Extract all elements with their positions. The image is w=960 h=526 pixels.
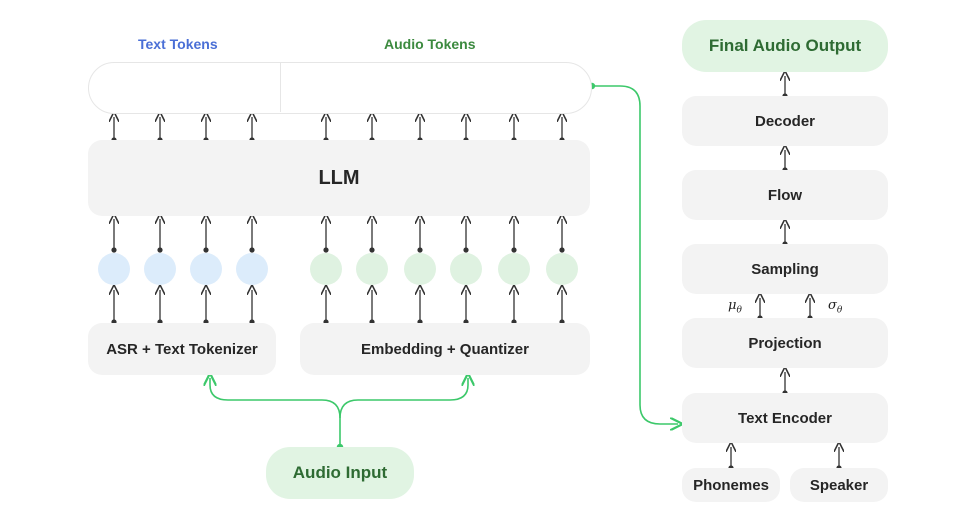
audio-embed-circle: [404, 253, 436, 285]
embed-to-llm-arrow-dot: [323, 247, 329, 253]
audio-embed-circle: [450, 253, 482, 285]
audio-tokens-title: Audio Tokens: [384, 36, 476, 52]
embed-to-llm-arrow-dot: [417, 247, 423, 253]
speaker-box: Speaker: [790, 468, 888, 502]
text-embed-circle: [98, 253, 130, 285]
token-row-divider: [280, 62, 281, 112]
audio-embed-circle: [356, 253, 388, 285]
embed-to-llm-arrow-dot: [111, 247, 117, 253]
embedding-quantizer-box: Embedding + Quantizer: [300, 323, 590, 375]
text-encoder-box: Text Encoder: [682, 393, 888, 443]
embed-to-llm-arrow-dot: [157, 247, 163, 253]
text-tokens-title: Text Tokens: [138, 36, 218, 52]
sampling-box: Sampling: [682, 244, 888, 294]
tokens-to-text-encoder-connector: [592, 85, 678, 424]
text-embed-circle: [190, 253, 222, 285]
text-embed-circle: [236, 253, 268, 285]
text-embed-circle: [144, 253, 176, 285]
embed-to-llm-arrow-dot: [559, 247, 565, 253]
audio-input-to-embedding-connector: [339, 378, 468, 419]
token-row-container: [88, 62, 592, 114]
mu-theta-label: μθ: [728, 298, 742, 316]
embed-to-llm-arrow-dot: [511, 247, 517, 253]
asr-text-tokenizer-box: ASR + Text Tokenizer: [88, 323, 276, 375]
audio-embed-circle: [498, 253, 530, 285]
phonemes-box: Phonemes: [682, 468, 780, 502]
embed-to-llm-arrow-dot: [203, 247, 209, 253]
embed-to-llm-arrow-dot: [369, 247, 375, 253]
final-audio-output-pill: Final Audio Output: [682, 20, 888, 72]
audio-embed-circle: [546, 253, 578, 285]
flow-box: Flow: [682, 170, 888, 220]
projection-box: Projection: [682, 318, 888, 368]
sigma-theta-label: σθ: [828, 298, 843, 316]
green-connectors: [210, 82, 678, 451]
audio-embed-circle: [310, 253, 342, 285]
embed-to-llm-arrow-dot: [249, 247, 255, 253]
llm-box: LLM: [88, 140, 590, 216]
audio-input-pill: Audio Input: [266, 447, 414, 499]
embed-to-llm-arrow-dot: [463, 247, 469, 253]
decoder-box: Decoder: [682, 96, 888, 146]
audio-input-to-asr-connector: [210, 378, 341, 447]
